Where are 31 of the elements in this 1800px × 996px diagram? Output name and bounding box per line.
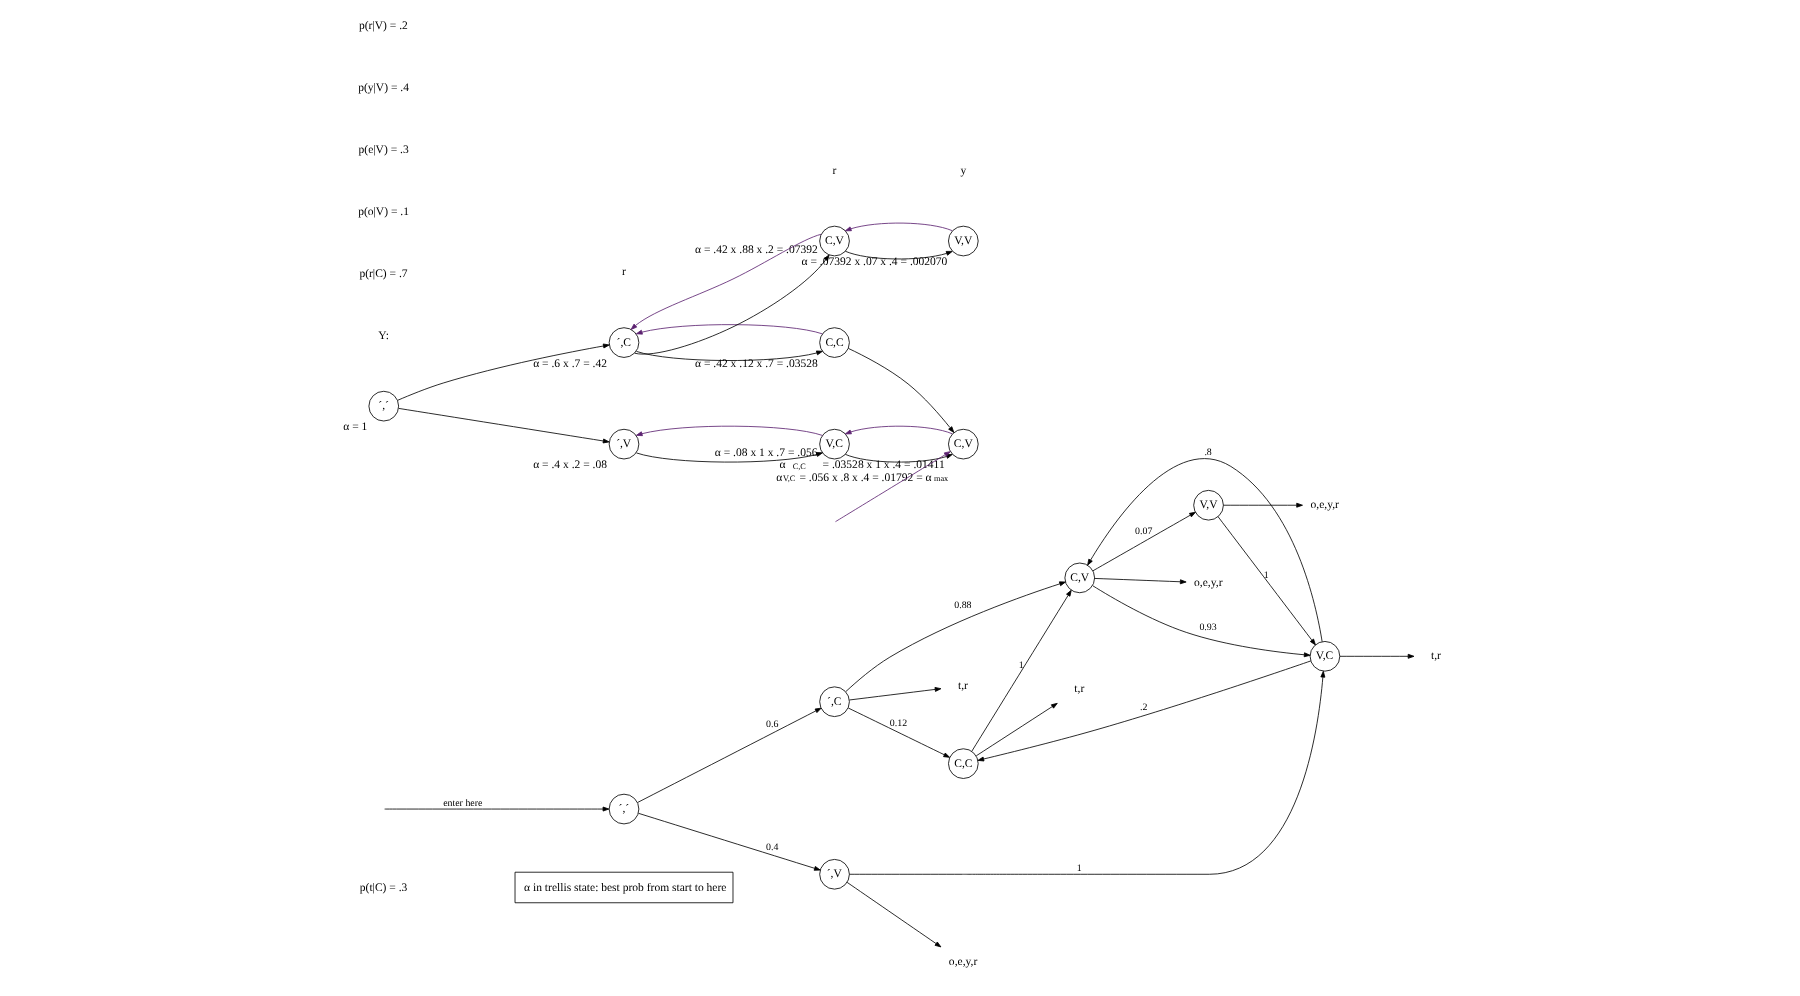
arrow	[396, 343, 609, 401]
arrow	[843, 425, 952, 435]
arrow	[974, 702, 1057, 757]
arrow	[847, 348, 954, 433]
arrow	[634, 452, 822, 463]
arrow	[629, 233, 821, 330]
arrow	[844, 581, 1065, 692]
arrow	[1216, 516, 1315, 646]
arrow	[1338, 653, 1414, 659]
arrow	[1093, 578, 1186, 585]
arrow	[848, 686, 941, 701]
arrow	[1091, 585, 1310, 658]
arrow	[383, 806, 609, 812]
arrow	[843, 250, 952, 260]
arrow	[846, 707, 949, 758]
arrow	[976, 660, 1311, 762]
arrow	[397, 408, 609, 444]
arrow	[634, 350, 822, 361]
arrow	[834, 451, 952, 523]
arrow	[848, 670, 1325, 875]
arrow	[636, 707, 821, 803]
arrow	[637, 812, 820, 871]
arrow	[845, 881, 941, 948]
arrow	[1086, 458, 1322, 643]
arrow	[634, 324, 822, 335]
arrow	[634, 425, 822, 437]
arrow	[970, 589, 1071, 752]
arrow	[1222, 502, 1302, 508]
arrow	[843, 453, 952, 463]
arrow	[843, 222, 952, 232]
arrow	[1091, 511, 1195, 572]
